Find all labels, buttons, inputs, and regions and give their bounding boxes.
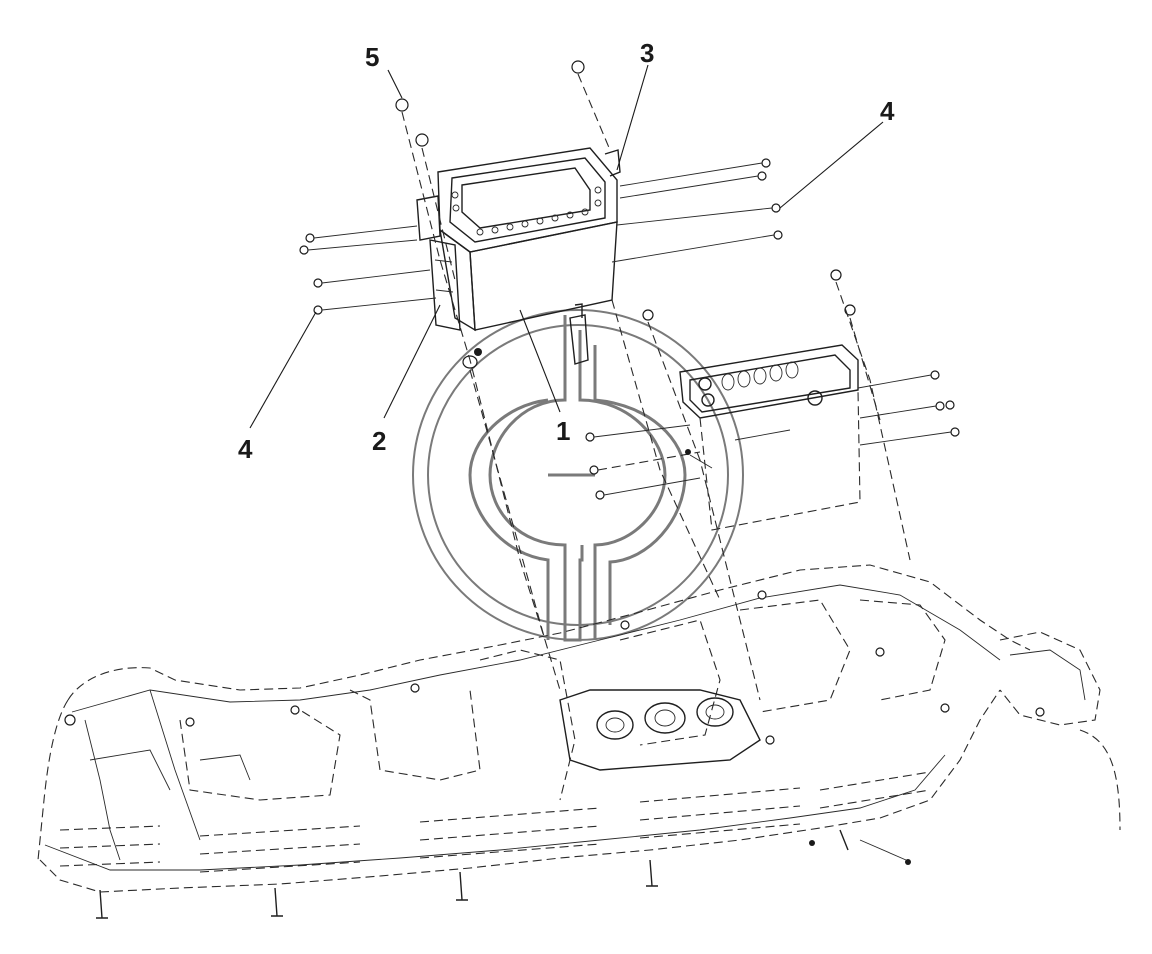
control-panel-module [679,344,861,531]
frame-screws [64,590,1045,745]
callout-leaders [249,64,884,429]
bezel-buttons [451,186,602,236]
callout-label-3: 3 [640,38,654,68]
callout-label-2: 2 [372,426,386,456]
display-unit-assembly [416,147,621,369]
dashboard-frame [37,564,1121,919]
callout-label-5: 5 [365,42,379,72]
fasteners [299,60,960,701]
vent-grille [59,771,931,873]
callout-labels: 5 3 4 4 2 1 [238,38,895,464]
cluster-mount [559,689,761,771]
watermark-logo [412,309,744,642]
panel-buttons [698,361,823,407]
mounting-studs [96,829,911,919]
callout-label-1: 1 [556,416,570,446]
callout-label-4-lower: 4 [238,434,253,464]
callout-label-4-upper: 4 [880,96,895,126]
